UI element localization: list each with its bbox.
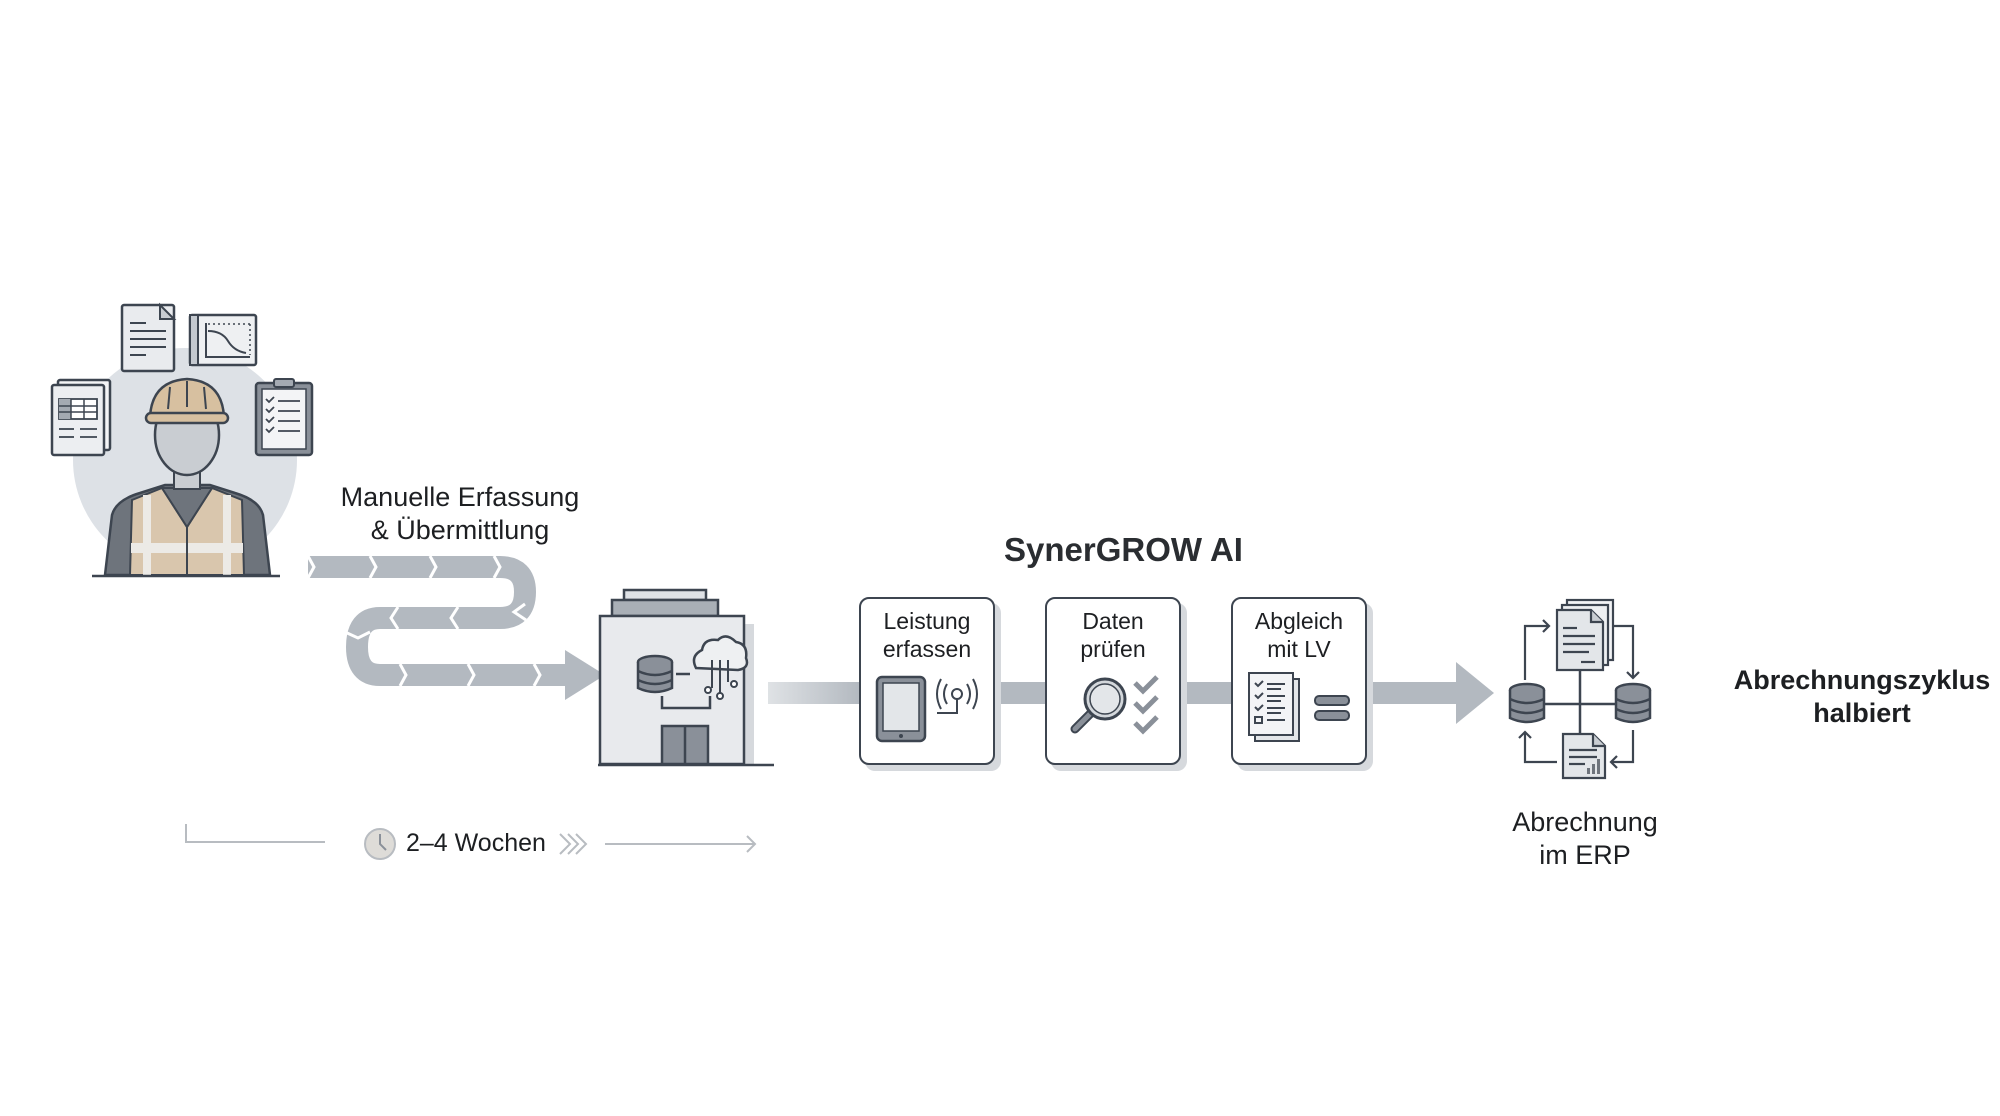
checklist-equals-icon <box>1248 672 1350 742</box>
checklist-clipboard-icon <box>254 378 314 457</box>
step-label-line1: Daten <box>1082 608 1144 634</box>
tablet-signal-icon <box>875 675 978 743</box>
erp-label-line1: Abrechnung <box>1512 807 1658 837</box>
connector-step3-erp-arrow <box>1366 662 1494 724</box>
clock-icon <box>364 828 396 860</box>
step-label-line1: Leistung <box>883 608 971 634</box>
magnifier-checks-icon <box>1070 675 1159 735</box>
result-label-line2: halbiert <box>1813 698 1911 728</box>
duration-timeline: 2–4 Wochen <box>180 820 760 870</box>
manual-entry-label-line1: Manuelle Erfassung <box>340 482 580 512</box>
step-label-line2: mit LV <box>1267 636 1331 662</box>
timeline-right-arrow <box>605 835 757 853</box>
spreadsheet-icon <box>50 378 112 457</box>
step-label: Daten prüfen <box>1047 607 1179 663</box>
synergrow-title: SynerGROW AI <box>1004 531 1243 568</box>
worker-cluster <box>50 295 330 585</box>
manual-serpentine-arrow <box>306 555 605 700</box>
erp-label: Abrechnung im ERP <box>1470 806 1700 872</box>
step-label-line1: Abgleich <box>1254 608 1344 634</box>
chevrons-icon <box>559 833 588 855</box>
erp-label-line2: im ERP <box>1539 840 1631 870</box>
step-leistung-erfassen: Leistung erfassen <box>859 597 995 765</box>
step-abgleich-mit-lv: Abgleich mit LV <box>1231 597 1367 765</box>
manual-entry-label-line2: & Übermittlung <box>370 515 550 545</box>
timeline-left-bracket <box>185 824 325 843</box>
connector-building-step1 <box>768 682 860 704</box>
duration-label: 2–4 Wochen <box>406 829 546 857</box>
step-label-line2: erfassen <box>882 636 972 662</box>
connector-step2-step3 <box>1182 682 1232 704</box>
erp-cycle-icon <box>1508 598 1652 780</box>
construction-worker-icon <box>92 377 280 578</box>
document-icon <box>120 302 177 373</box>
office-building-database-cloud-icon <box>598 588 774 767</box>
step-label: Leistung erfassen <box>861 607 993 663</box>
connector-step1-step2 <box>996 682 1046 704</box>
blueprint-chart-icon <box>188 313 258 367</box>
step-label: Abgleich mit LV <box>1233 607 1365 663</box>
step-daten-pruefen: Daten prüfen <box>1045 597 1181 765</box>
result-label: Abrechnungszyklus halbiert <box>1720 664 2000 730</box>
result-label-line1: Abrechnungszyklus <box>1733 665 1991 695</box>
step-label-line2: prüfen <box>1080 636 1146 662</box>
manual-entry-label: Manuelle Erfassung & Übermittlung <box>300 481 620 547</box>
